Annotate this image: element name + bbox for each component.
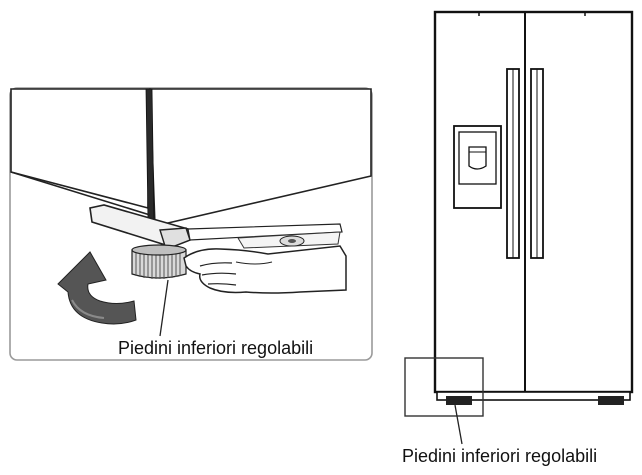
- fridge-base: [436, 391, 631, 401]
- adjustable-foot: [131, 244, 187, 279]
- fridge-bottom-edge: [10, 171, 151, 216]
- side-underside: [187, 223, 343, 241]
- detail-inset: [9, 87, 373, 361]
- fridge-caption: Piedini inferiori regolabili: [402, 446, 598, 466]
- hand: [183, 245, 347, 294]
- fridge-front-view: [404, 10, 634, 445]
- rotation-arrow: [57, 251, 137, 325]
- dispenser-nozzle: [468, 146, 487, 170]
- rotation-arrow-highlight: [71, 299, 105, 319]
- fridge-leader-line: [454, 404, 463, 445]
- foot-right: [598, 396, 624, 405]
- roller-wheel-hub: [288, 239, 296, 243]
- foot-left: [446, 396, 472, 405]
- detail-caption: Piedini inferiori regolabili: [118, 338, 314, 358]
- detail-leader-line: [159, 279, 169, 337]
- foot-callout-box: [404, 357, 484, 417]
- kick-plate-corner: [159, 227, 191, 248]
